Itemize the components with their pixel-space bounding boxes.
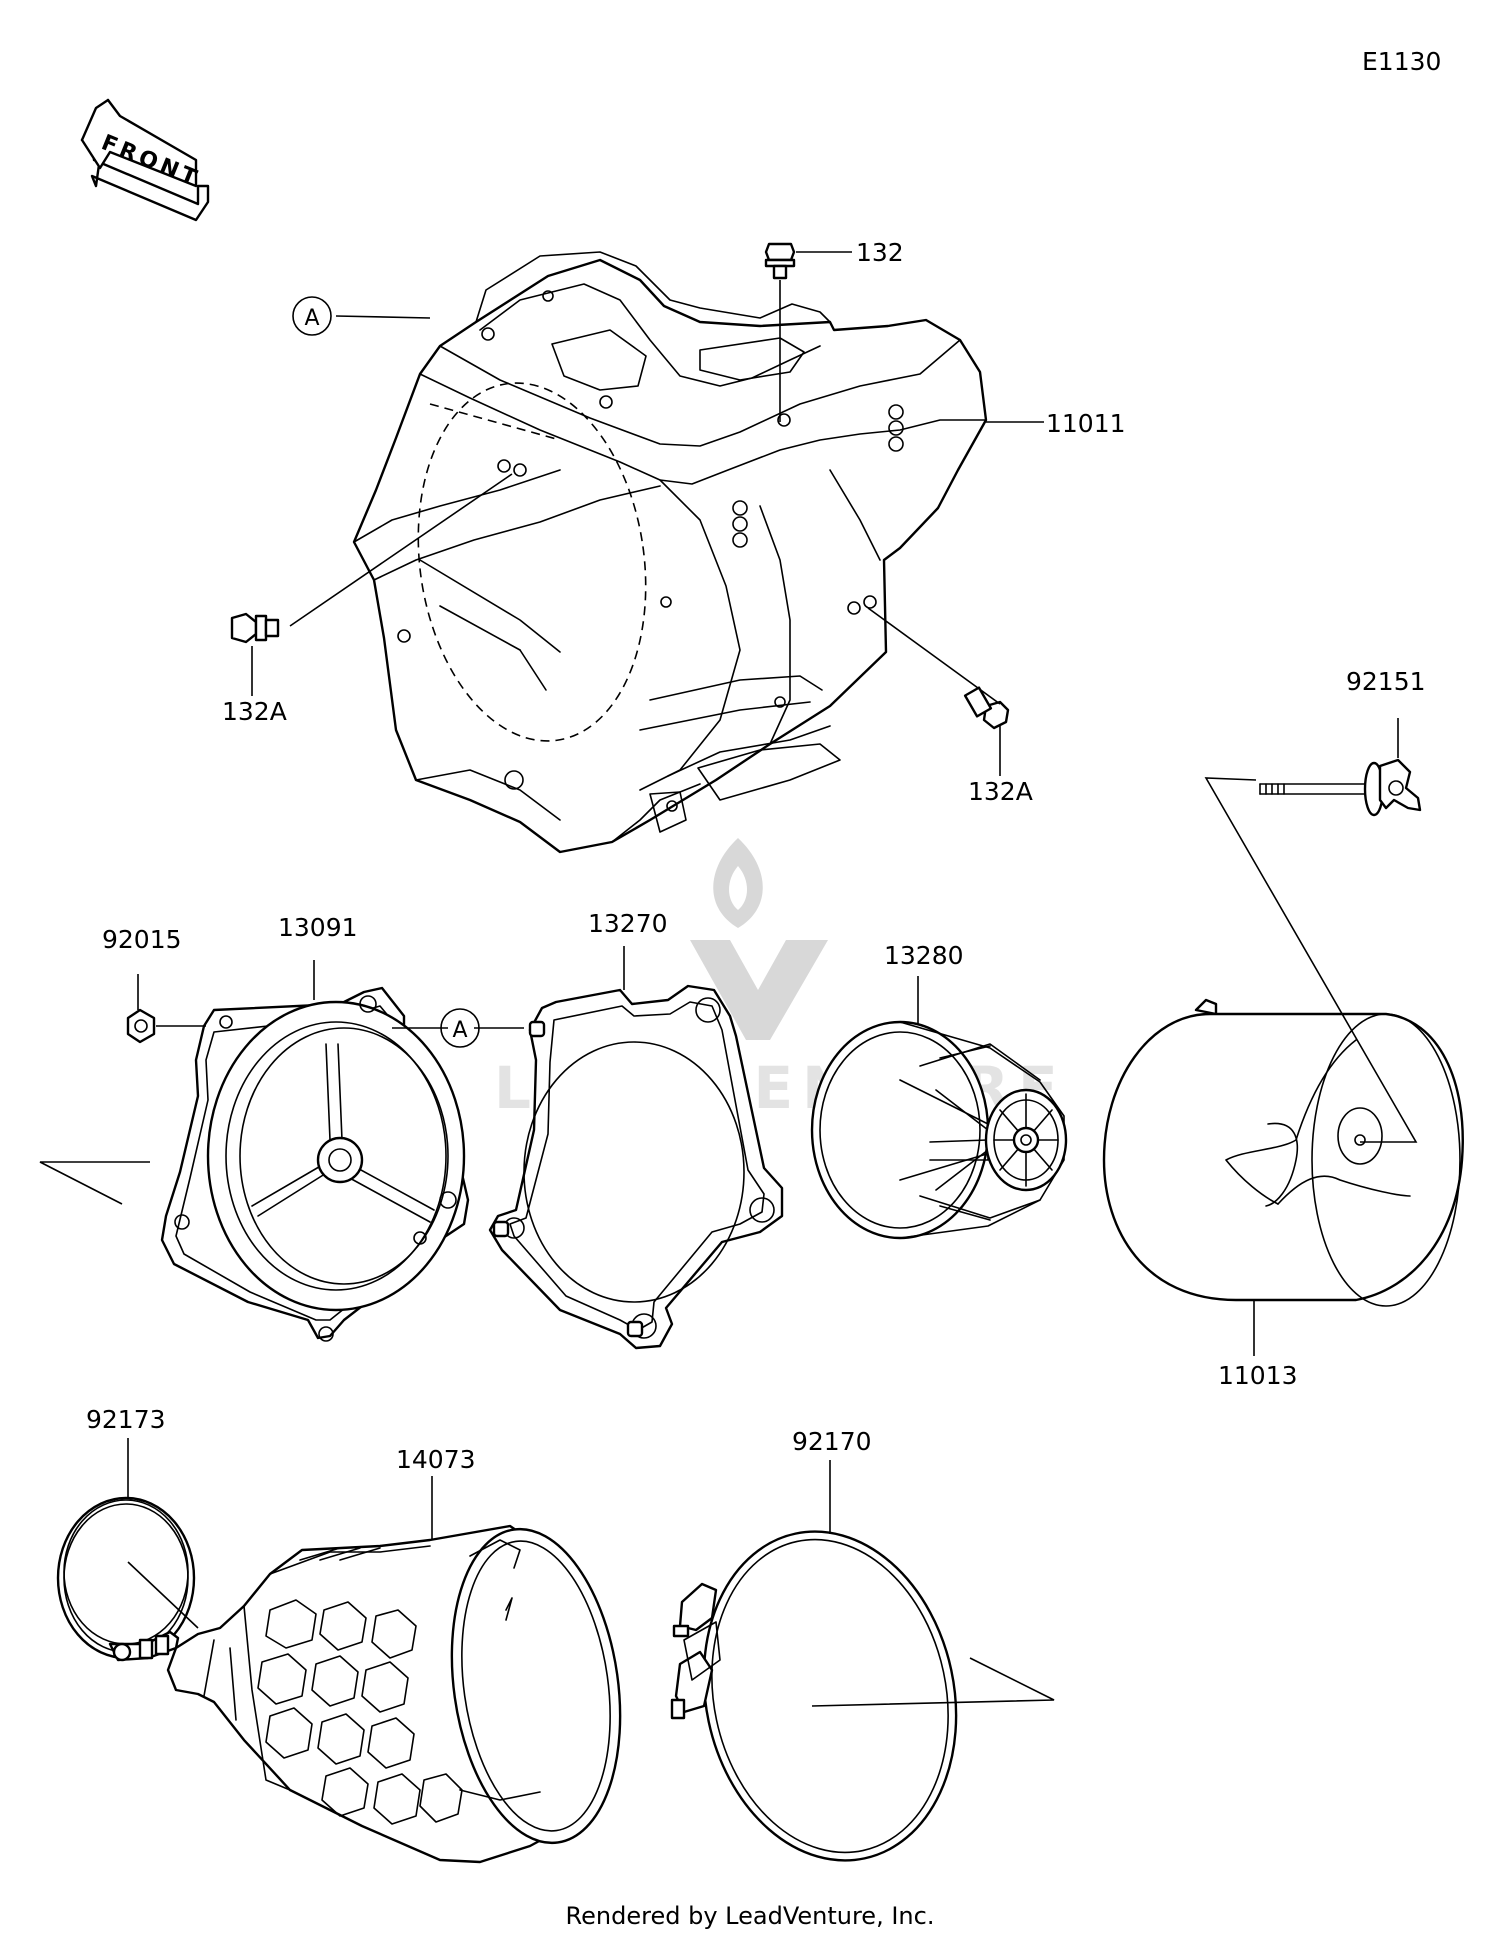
part-label-92173: 92173 — [86, 1405, 166, 1434]
filter-holder-13091 — [160, 986, 470, 1342]
part-label-92015: 92015 — [102, 925, 182, 954]
marker-a-label: A — [452, 1018, 467, 1043]
filter-cage-13280 — [810, 1020, 1068, 1240]
band-92170 — [670, 1530, 958, 1862]
intake-duct-14073 — [166, 1524, 622, 1864]
bolt-132a-right-icon — [963, 686, 1010, 730]
part-label-92170: 92170 — [792, 1427, 872, 1456]
gasket-13270 — [488, 984, 784, 1350]
marker-a-label: A — [304, 306, 319, 331]
diagram-id: E1130 — [1362, 47, 1441, 76]
clamp-92173 — [56, 1496, 196, 1662]
reference-marker-a-middle: A — [440, 1008, 480, 1048]
nut-92015-icon — [126, 1008, 156, 1044]
air-cleaner-housing — [352, 251, 988, 854]
part-label-13280: 13280 — [884, 941, 964, 970]
part-label-13091: 13091 — [278, 913, 358, 942]
part-label-11011: 11011 — [1046, 409, 1126, 438]
filter-element-11013 — [1102, 998, 1464, 1307]
part-label-11013: 11013 — [1218, 1361, 1298, 1390]
part-label-14073: 14073 — [396, 1445, 476, 1474]
front-arrow-icon: FRONT — [80, 98, 210, 222]
part-label-132: 132 — [856, 238, 904, 267]
part-label-92151: 92151 — [1346, 667, 1426, 696]
part-label-13270: 13270 — [588, 909, 668, 938]
reference-marker-a-top: A — [292, 296, 332, 336]
leader-lines — [39, 251, 1418, 1707]
bolt-132a-left-icon — [230, 612, 280, 644]
bolt-132-icon — [764, 242, 796, 280]
part-label-132a-left: 132A — [222, 697, 287, 726]
part-label-132a-right: 132A — [968, 777, 1033, 806]
footer-credit: Rendered by LeadVenture, Inc. — [566, 1902, 935, 1930]
wing-nut-stud — [1259, 758, 1422, 817]
